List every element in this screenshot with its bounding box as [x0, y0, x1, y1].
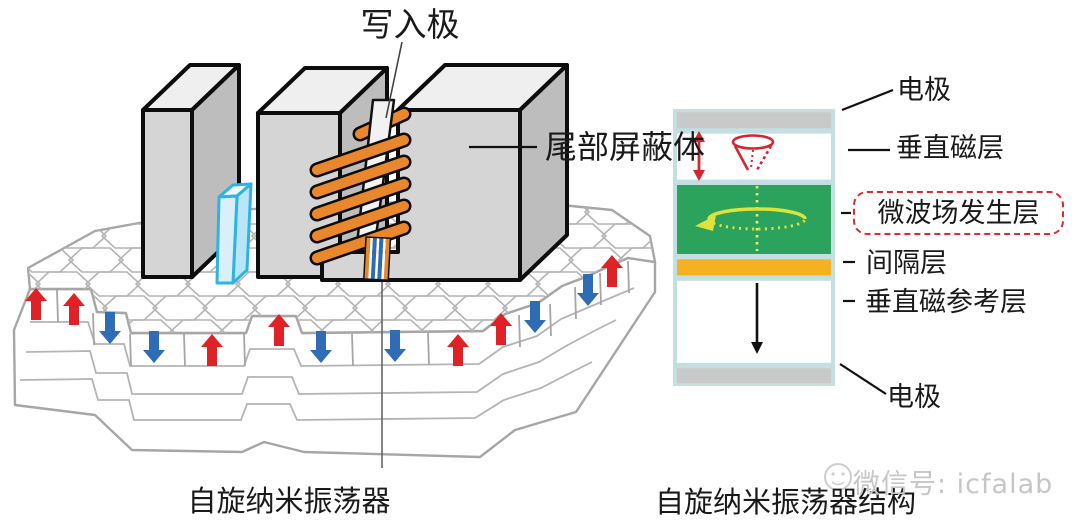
grain-hexagon [318, 319, 376, 333]
magnetization-arrow-up [490, 313, 512, 345]
bit-cell-divider [243, 333, 246, 367]
coil-turn [312, 223, 409, 263]
sto-stripe [370, 237, 377, 280]
stack-decorations [693, 131, 807, 354]
magnetization-arrow-up [601, 255, 623, 287]
write-coil [309, 132, 412, 266]
bit-cell-divider [627, 260, 630, 294]
magnetization-arrow-up [447, 334, 469, 366]
sto-stripe [368, 237, 373, 280]
precession-cone [731, 134, 775, 171]
coil-turn [312, 135, 409, 175]
grain-hexagon [234, 271, 292, 297]
spin-torque-oscillator-stripes [363, 236, 392, 281]
watermark-text: 微信号: icfalab [853, 469, 1054, 500]
trailing-shield-block [320, 63, 569, 282]
grain-hexagon [67, 247, 125, 273]
grain-hexagon [201, 295, 259, 321]
magnetization-arrow-up [25, 288, 47, 320]
grain-hexagon [401, 295, 459, 321]
magnetization-arrow-down [143, 331, 165, 363]
grain-hexagon [84, 271, 142, 297]
stack-layer-perpendicular-magnetic-reference-layer [677, 280, 831, 363]
bit-cell-divider [129, 333, 132, 367]
stack-layer-electrode-top [677, 112, 831, 129]
grain-hexagon [28, 201, 41, 225]
bit-cell-divider [574, 286, 577, 320]
label-electrode-bottom: 电极 [887, 382, 941, 412]
magnetization-arrow-down [524, 301, 546, 333]
label-perpendicular-reference-layer: 垂直磁参考层 [865, 287, 1027, 317]
media-strata-lines [19, 287, 635, 421]
electrode-top-leader [841, 88, 894, 112]
wechat-logo-icon [824, 463, 852, 491]
caption-right: 自旋纳米振荡器结构 [655, 487, 917, 519]
magnetization-arrow-down [310, 331, 332, 363]
write-pole-leader [385, 41, 403, 119]
grain-hexagon [83, 201, 141, 225]
coil-turn [312, 201, 409, 241]
label-perpendicular-magnetic-layer: 垂直磁层 [896, 133, 1004, 163]
label-microwave-field-generation-layer: 微波场发生层 [877, 197, 1040, 228]
grain-hexagon [351, 295, 409, 321]
grain-hexagon [33, 201, 91, 225]
magnetization-arrows [25, 255, 623, 366]
bit-cell-divider [56, 289, 59, 323]
label-write-pole: 写入极 [360, 8, 460, 44]
grain-hexagon [0, 296, 7, 320]
magnetization-arrow-down [384, 330, 406, 362]
magnetization-arrow-down [577, 274, 599, 306]
grain-hexagon [600, 223, 655, 249]
oscillation-arrow [693, 131, 705, 181]
rotation-arrow [695, 186, 807, 251]
coil-turn [312, 179, 409, 219]
grain-hexagon [0, 248, 23, 272]
label-trailing-shield: 尾部屏蔽体 [545, 129, 706, 165]
grain-hexagon [301, 295, 359, 321]
label-electrode-top: 电极 [897, 75, 951, 105]
label-box-microwave-layer: 微波场发生层 [853, 191, 1064, 235]
grain-hexagon [451, 295, 509, 321]
sto-stripe [381, 237, 386, 280]
stack-layer-electrode-bottom [677, 368, 831, 384]
bit-cell-divider [427, 332, 430, 366]
stack-layer-microwave-field-generation-layer [677, 185, 831, 254]
reference-magnetization-arrow [751, 283, 763, 354]
bit-cell-divider [549, 303, 552, 337]
caption-left: 自旋纳米振荡器 [187, 486, 391, 518]
electrode-bottom-leader [839, 363, 887, 395]
magnetization-arrow-up [63, 293, 85, 325]
write-head [141, 63, 569, 285]
bit-cell-divider [351, 333, 354, 367]
bit-cell-divider [92, 312, 95, 346]
bit-cell-divider [518, 314, 521, 348]
grain-hexagon [151, 295, 209, 321]
label-spacer-layer: 间隔层 [866, 248, 947, 278]
stack-layers [677, 112, 831, 384]
grain-hexagon [567, 247, 625, 273]
grain-hexagon [168, 319, 226, 333]
magnetization-arrow-up [201, 334, 223, 366]
bit-cell-dividers [56, 260, 630, 367]
magnetization-arrow-down [99, 312, 121, 344]
sto-stripe [377, 237, 384, 280]
grain-hexagon [28, 271, 42, 297]
coil-turn [312, 157, 409, 197]
reader-slab [215, 182, 253, 285]
leader-lines [381, 41, 894, 468]
stack-layer-spacer-layer [677, 259, 831, 276]
grain-hexagon [118, 319, 176, 333]
sto-stack-diagram [673, 109, 835, 386]
magnetization-arrow-up [268, 314, 290, 346]
grain-hexagon [28, 223, 58, 249]
sto-stripe [374, 237, 380, 280]
sto-stripes-outline [363, 236, 392, 281]
bit-cell-divider [599, 272, 602, 306]
bit-cell-divider [183, 333, 186, 367]
